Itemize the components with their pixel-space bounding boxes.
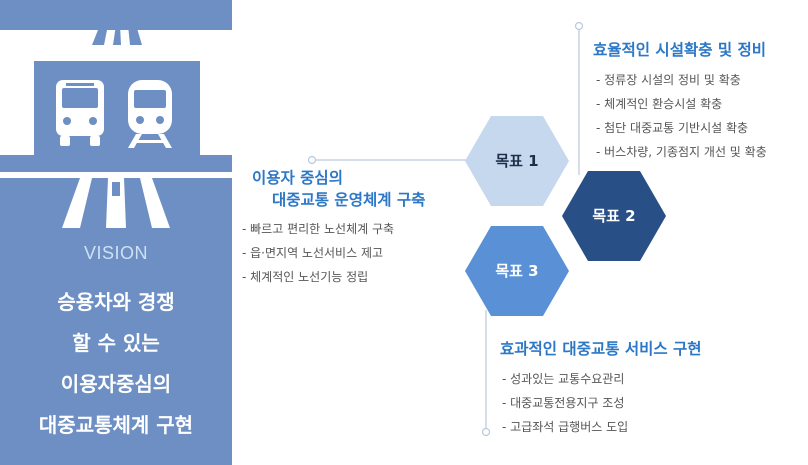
goal-3-hexagon — [465, 226, 569, 316]
goal-2-hexagon — [562, 171, 666, 261]
goal-2-item-3: - 첨단 대중교통 기반시설 확충 — [596, 121, 749, 135]
goal-2-title: 효율적인 시설확충 및 정비 — [593, 41, 767, 59]
goal-1-item-1: - 빠르고 편리한 노선체계 구축 — [242, 222, 395, 236]
vision-line-2: 할 수 있는 — [72, 331, 160, 355]
goal-1-label: 목표 1 — [495, 152, 539, 170]
vision-line-4: 대중교통체계 구현 — [38, 413, 194, 437]
goal-1-item-2: - 읍·면지역 노선서비스 제고 — [242, 246, 384, 260]
goal-3-item-3: - 고급좌석 급행버스 도입 — [502, 420, 629, 434]
goal-3-item-1: - 성과있는 교통수요관리 — [502, 372, 625, 386]
goal-1-item-3: - 체계적인 노선기능 정립 — [242, 270, 369, 284]
goal-2-item-2: - 체계적인 환승시설 확충 — [596, 97, 723, 111]
bus-icon — [56, 80, 104, 146]
goal-3-label: 목표 3 — [495, 262, 539, 280]
goal-1-hexagon — [465, 116, 569, 206]
road-top-icon — [0, 25, 232, 45]
goal-2-label: 목표 2 — [592, 207, 636, 225]
train-icon — [128, 80, 172, 148]
goal-3-item-2: - 대중교통전용지구 조성 — [502, 396, 625, 410]
goal-1-title-line-1: 이용자 중심의 — [252, 169, 343, 187]
vision-line-3: 이용자중심의 — [60, 372, 172, 396]
vision-label: VISION — [83, 243, 148, 263]
goal-3-title: 효과적인 대중교통 서비스 구현 — [500, 340, 702, 358]
vision-line-1: 승용차와 경쟁 — [57, 290, 175, 314]
goal-1-title-line-2: 대중교통 운영체계 구축 — [272, 191, 426, 209]
goal-2-item-1: - 정류장 시설의 정비 및 확충 — [596, 73, 741, 87]
goal-2-item-4: - 버스차량, 기종점지 개선 및 확충 — [596, 145, 767, 159]
road-icon — [0, 172, 232, 228]
